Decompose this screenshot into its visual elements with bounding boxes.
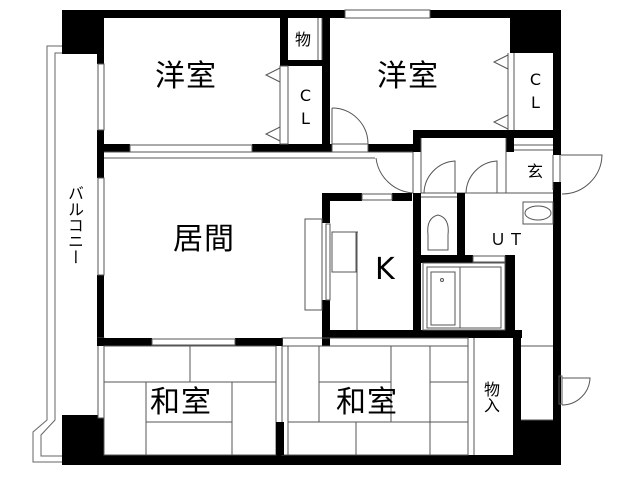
- storage-bottom-label: 物入: [481, 381, 500, 413]
- western-room-1-label: 洋室: [155, 59, 217, 94]
- utility-label: ＵＴ: [490, 230, 527, 249]
- balcony-label: バルコニー: [65, 185, 84, 265]
- living-room-label: 居間: [173, 222, 235, 257]
- japanese-room-1-label: 和室: [150, 385, 212, 420]
- closet-2-label: CL: [526, 70, 545, 116]
- balcony-outline: [32, 45, 62, 463]
- japanese-room-2-label: 和室: [336, 385, 398, 420]
- western-room-2-label: 洋室: [377, 59, 439, 94]
- entrance-label: 玄: [527, 162, 544, 181]
- storage-top-label: 物: [295, 30, 312, 49]
- left-walls: [97, 54, 104, 338]
- kitchen-label: K: [375, 252, 396, 287]
- closet-1-label: CL: [296, 86, 315, 132]
